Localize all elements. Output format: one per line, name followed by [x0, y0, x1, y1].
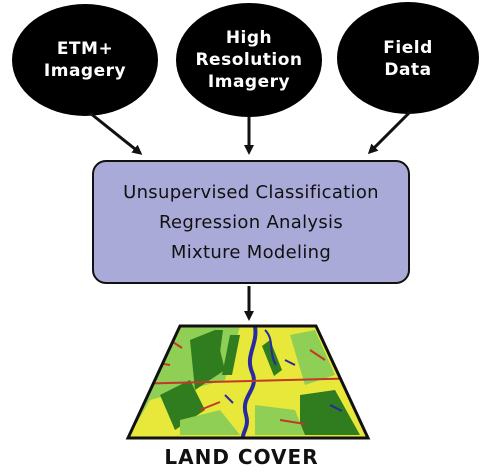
process-box: Unsupervised Classification Regression A… [92, 160, 410, 284]
input-etm-line-2: Imagery [43, 61, 127, 81]
input-label-etm: ETM+ Imagery [20, 38, 150, 82]
input-highres-line-1: High [225, 28, 273, 48]
arrow-etm-to-process [89, 111, 143, 155]
output-label: LAND COVER [164, 445, 319, 469]
input-ellipse-highres [176, 3, 322, 117]
input-highres-line-3: Imagery [207, 72, 291, 92]
input-ellipse-field [337, 2, 479, 114]
input-label-field: Field Data [343, 37, 473, 81]
input-field-line-1: Field [383, 38, 433, 58]
land-cover-map-border [125, 324, 371, 440]
input-ellipse-etm [12, 4, 158, 116]
method-mixture-modeling: Mixture Modeling [170, 241, 332, 263]
arrow-field-to-process [367, 110, 412, 155]
input-highres-line-2: Resolution [195, 50, 303, 70]
input-label-highres: High Resolution Imagery [184, 27, 314, 93]
input-field-line-2: Data [384, 60, 432, 80]
method-unsupervised-classification: Unsupervised Classification [123, 181, 379, 203]
method-regression-analysis: Regression Analysis [158, 211, 344, 233]
input-etm-line-1: ETM+ [56, 39, 114, 59]
